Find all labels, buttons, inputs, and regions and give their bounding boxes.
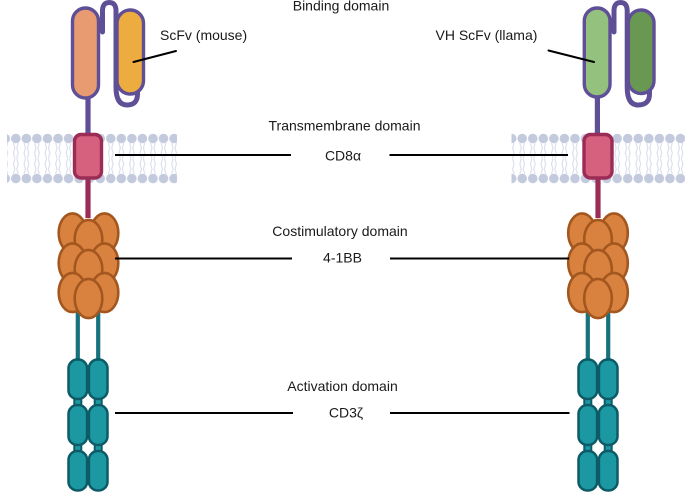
annotation-lines <box>115 49 595 414</box>
costimulatory-domain-label: Costimulatory domain <box>272 223 407 239</box>
costim-cluster-left <box>57 212 120 320</box>
vhh-dark-capsule <box>626 8 656 96</box>
vhh-light-capsule <box>582 6 612 99</box>
cd3z-column-right <box>577 358 619 492</box>
scfv-vl-capsule <box>70 6 101 100</box>
activation-domain-label: Activation domain <box>287 378 398 394</box>
vh-scfv-llama-label: VH ScFv (llama) <box>436 27 538 43</box>
cd8a-tm-box-right <box>582 132 614 180</box>
left-car-construct <box>57 0 146 492</box>
transmembrane-domain-label: Transmembrane domain <box>269 118 421 134</box>
right-car-construct <box>566 0 656 492</box>
scfv-vh-capsule <box>115 8 146 96</box>
cd3z-label: CD3ζ <box>329 405 363 421</box>
scfv-leader-line <box>132 50 177 63</box>
cd8a-tm-box-left <box>72 132 104 180</box>
binding-domain-label: Binding domain <box>293 0 390 14</box>
cd8a-label: CD8α <box>325 148 361 164</box>
41bb-label: 4-1BB <box>323 250 362 266</box>
scfv-mouse-label: ScFv (mouse) <box>160 27 247 43</box>
cd3z-column-left <box>67 358 109 492</box>
vhh-leader-line <box>547 49 595 63</box>
costim-cluster-right <box>566 212 630 320</box>
figure-labels: Binding domain ScFv (mouse) VH ScFv (lla… <box>160 0 537 421</box>
